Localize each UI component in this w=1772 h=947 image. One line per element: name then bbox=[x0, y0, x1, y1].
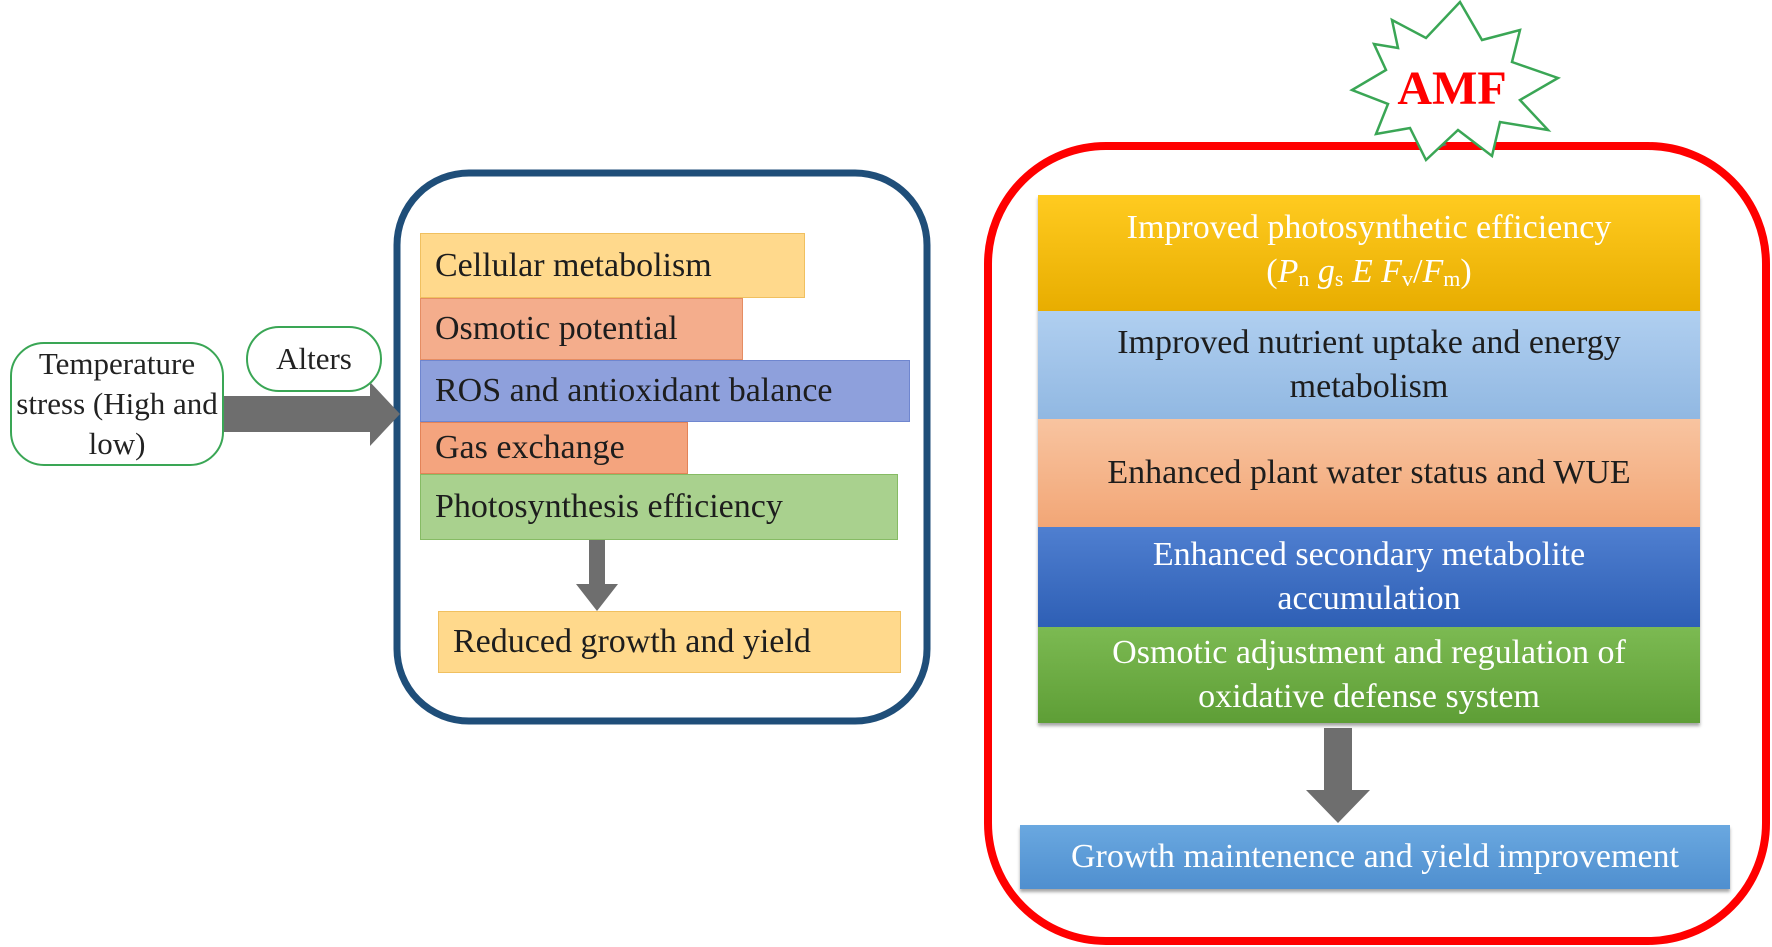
right-panel-frame bbox=[984, 142, 1770, 945]
left-panel-frame bbox=[393, 169, 931, 725]
benefits-to-outcome-arrow bbox=[1306, 728, 1370, 823]
effect-osmotic-potential: Osmotic potential bbox=[420, 298, 743, 360]
effect-label: ROS and antioxidant balance bbox=[435, 372, 833, 409]
benefit-nutrient-uptake: Improved nutrient uptake and energy meta… bbox=[1038, 311, 1700, 419]
reduced-growth-yield-box: Reduced growth and yield bbox=[438, 611, 901, 673]
effect-label: Osmotic potential bbox=[435, 310, 678, 347]
benefit-photosynthetic-params: (Pn gs E Fv/Fm) bbox=[1266, 252, 1472, 291]
alters-node: Alters bbox=[246, 326, 382, 392]
benefit-photosynthetic-efficiency: Improved photosynthetic efficiency (Pn g… bbox=[1038, 195, 1700, 311]
benefit-osmotic-adjustment: Osmotic adjustment and regulation of oxi… bbox=[1038, 627, 1700, 723]
effect-label: Photosynthesis efficiency bbox=[435, 488, 783, 525]
temperature-stress-node: Temperature stress (High and low) bbox=[10, 342, 224, 466]
effect-ros-antioxidant: ROS and antioxidant balance bbox=[420, 360, 910, 422]
effects-to-outcome-arrow bbox=[576, 540, 618, 611]
amf-starburst bbox=[1349, 0, 1561, 163]
amf-label: AMF bbox=[1397, 61, 1507, 115]
benefit-water-status: Enhanced plant water status and WUE bbox=[1038, 419, 1700, 527]
effect-photosynthesis-efficiency: Photosynthesis efficiency bbox=[420, 474, 898, 540]
reduced-growth-yield-label: Reduced growth and yield bbox=[453, 623, 811, 660]
effect-label: Cellular metabolism bbox=[435, 246, 712, 284]
stress-to-effects-arrow bbox=[222, 382, 400, 446]
temperature-stress-label: Temperature stress (High and low) bbox=[16, 346, 218, 461]
benefit-photosynthetic-line1: Improved photosynthetic efficiency bbox=[1126, 208, 1612, 246]
growth-maintenance-yield-box: Growth maintenence and yield improvement bbox=[1020, 825, 1730, 889]
alters-label: Alters bbox=[276, 341, 352, 376]
effect-gas-exchange: Gas exchange bbox=[420, 422, 688, 474]
growth-maintenance-yield-label: Growth maintenence and yield improvement bbox=[1070, 838, 1680, 875]
effect-label: Gas exchange bbox=[435, 429, 625, 466]
benefit-secondary-metabolite: Enhanced secondary metabolite accumulati… bbox=[1038, 527, 1700, 627]
effect-cellular-metabolism: Cellular metabolism bbox=[420, 233, 805, 298]
